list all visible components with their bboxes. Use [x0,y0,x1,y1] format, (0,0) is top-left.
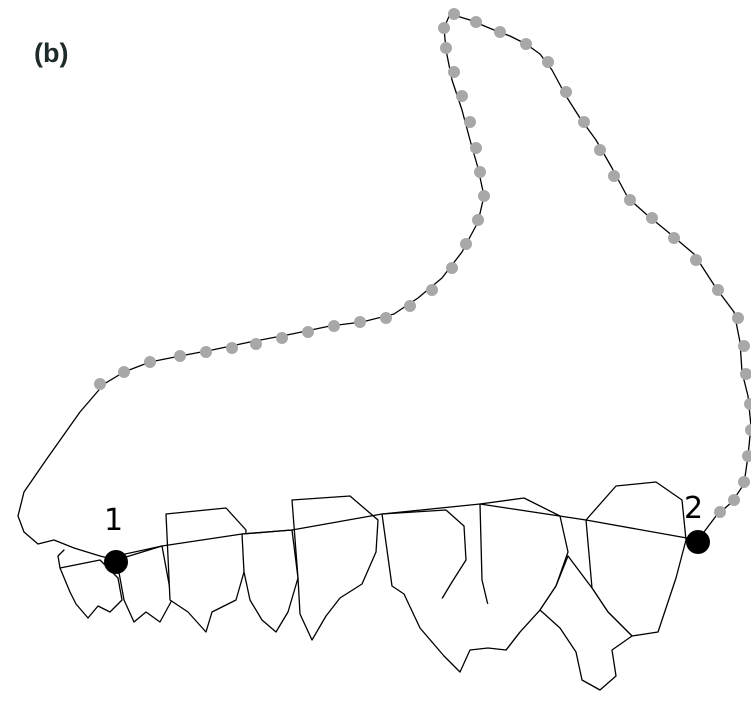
tooth-canine [166,508,246,632]
semilandmark-dot [460,238,472,250]
tooth-premolar-1 [242,530,298,632]
semilandmark-dot [118,366,130,378]
semilandmark-dot [276,332,288,344]
semilandmark-dot [560,86,572,98]
semilandmark-dot [608,170,620,182]
landmark-2-label: 2 [684,491,703,526]
semilandmark-dot [494,26,506,38]
landmark-2-dot [686,530,710,554]
semilandmark-dot [728,494,740,506]
semilandmark-dot [440,42,452,54]
semilandmark-dot [712,284,724,296]
semilandmark-dot [520,38,532,50]
landmark-1-label: 1 [104,503,123,538]
teeth [60,482,686,690]
semilandmark-dot [478,190,490,202]
semilandmark-dot [456,90,468,102]
cranial-outline [18,14,751,560]
semilandmark-dot [690,254,702,266]
semilandmark-dot [94,378,106,390]
semilandmark-dot [328,320,340,332]
semilandmark-dot [448,8,460,20]
semilandmark-dot [668,232,680,244]
semilandmark-dot [302,326,314,338]
semilandmark-dot [542,56,554,68]
semilandmark-dot [438,22,450,34]
semilandmark-dot [448,66,460,78]
semilandmark-dot [200,346,212,358]
semilandmark-dot [714,506,726,518]
semilandmark-dot [474,166,486,178]
semilandmark-dot [578,116,590,128]
inner-gum-line [58,550,64,568]
semilandmark-dot [732,312,744,324]
semilandmarks [94,8,751,518]
semilandmark-dot [470,142,482,154]
semilandmark-dot [446,262,458,274]
semilandmark-dot [742,450,751,462]
semilandmark-dot [745,424,751,436]
semilandmark-dot [744,398,751,410]
semilandmark-dot [380,312,392,324]
semilandmark-dot [594,144,606,156]
semilandmark-dot [144,356,156,368]
semilandmark-dot [738,340,750,352]
semilandmark-dot [426,284,438,296]
semilandmark-dot [226,342,238,354]
panel-label: (b) [34,38,68,69]
semilandmark-dot [464,116,476,128]
semilandmark-dot [354,316,366,328]
semilandmark-dot [470,16,482,28]
semilandmark-dot [174,350,186,362]
semilandmark-dot [250,338,262,350]
semilandmark-dot [738,476,750,488]
semilandmark-dot [404,300,416,312]
semilandmark-dot [472,214,484,226]
semilandmark-dot [646,212,658,224]
semilandmark-dot [624,194,636,206]
landmark-1-dot [104,550,128,574]
